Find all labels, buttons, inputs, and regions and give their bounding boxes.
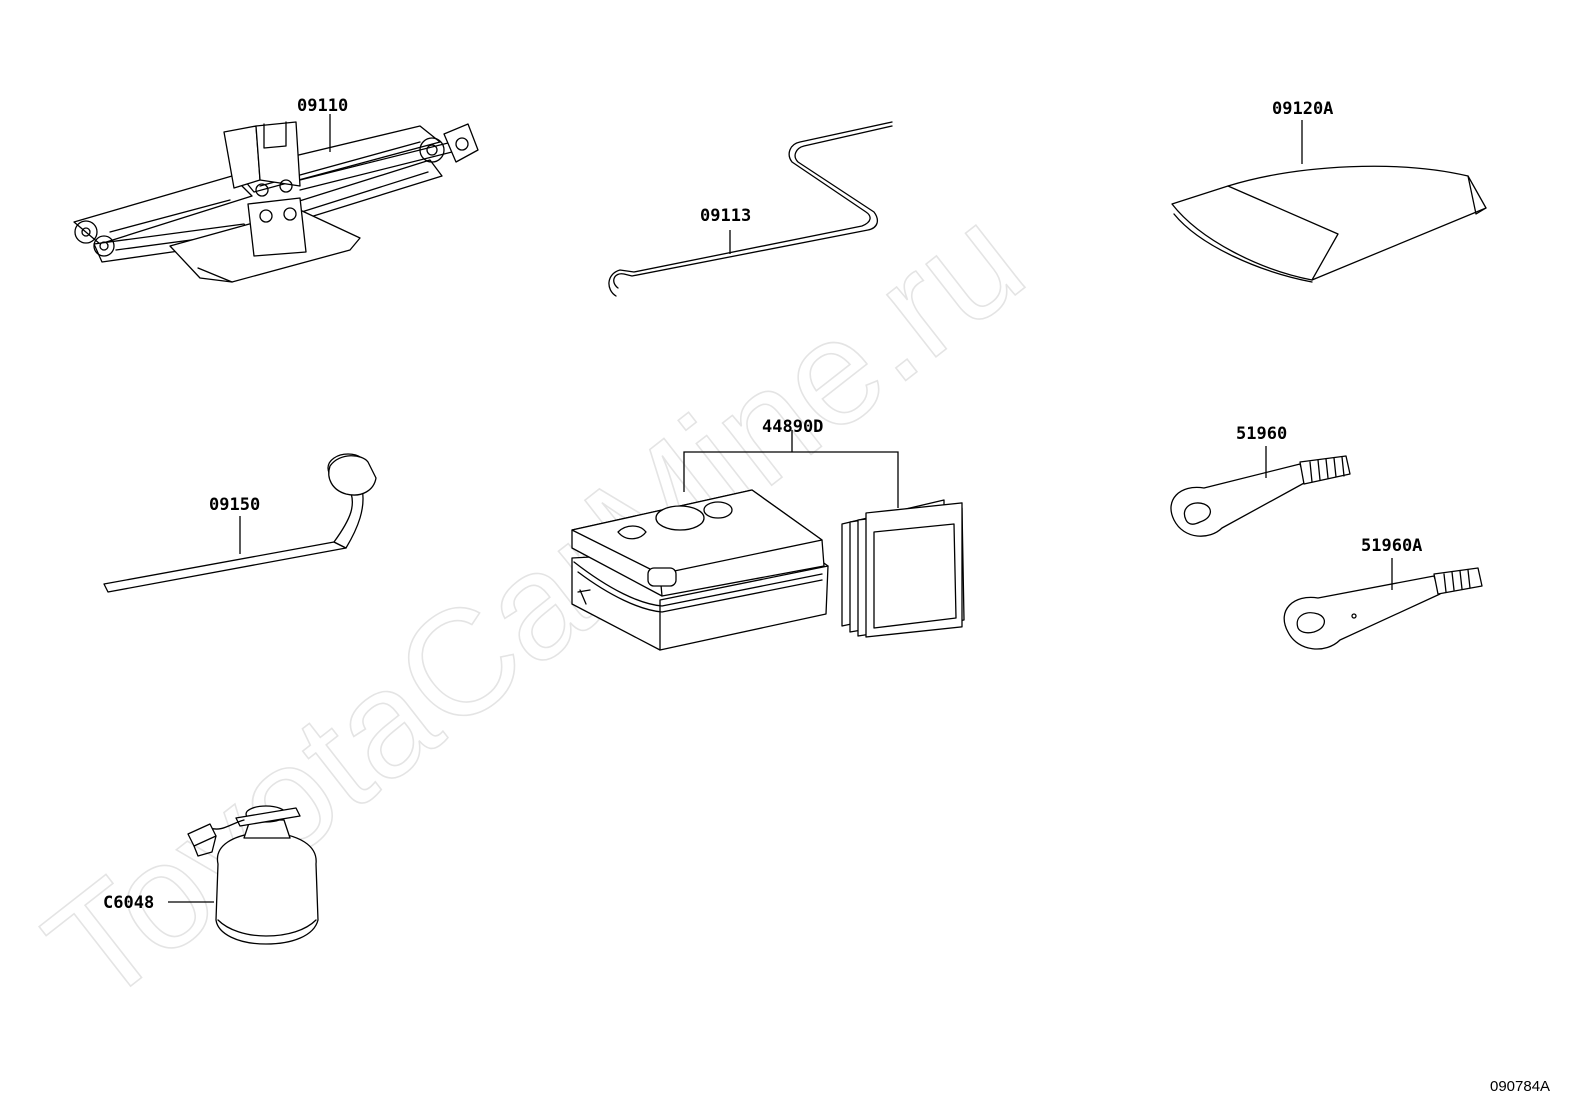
label-jack: 09110 xyxy=(297,96,348,116)
figure-code: 090784A xyxy=(1490,1078,1550,1095)
scissor-jack-illustration xyxy=(73,121,479,283)
label-tool-bag: 09120A xyxy=(1272,99,1333,119)
label-towing-eye: 51960 xyxy=(1236,424,1287,444)
label-jack-handle: 09113 xyxy=(700,206,751,226)
tool-bag-illustration xyxy=(1171,165,1487,283)
canister-illustration xyxy=(187,805,319,945)
label-towing-eye-a: 51960A xyxy=(1361,536,1422,556)
lug-wrench-illustration xyxy=(103,453,377,593)
towing-eye-a-illustration xyxy=(1283,567,1483,650)
repair-kit-illustration xyxy=(571,489,965,651)
label-canister: C6048 xyxy=(103,893,154,913)
label-lug-wrench: 09150 xyxy=(209,495,260,515)
jack-handle-illustration xyxy=(608,121,893,297)
label-repair-kit: 44890D xyxy=(762,417,823,437)
towing-eye-illustration xyxy=(1170,455,1351,537)
